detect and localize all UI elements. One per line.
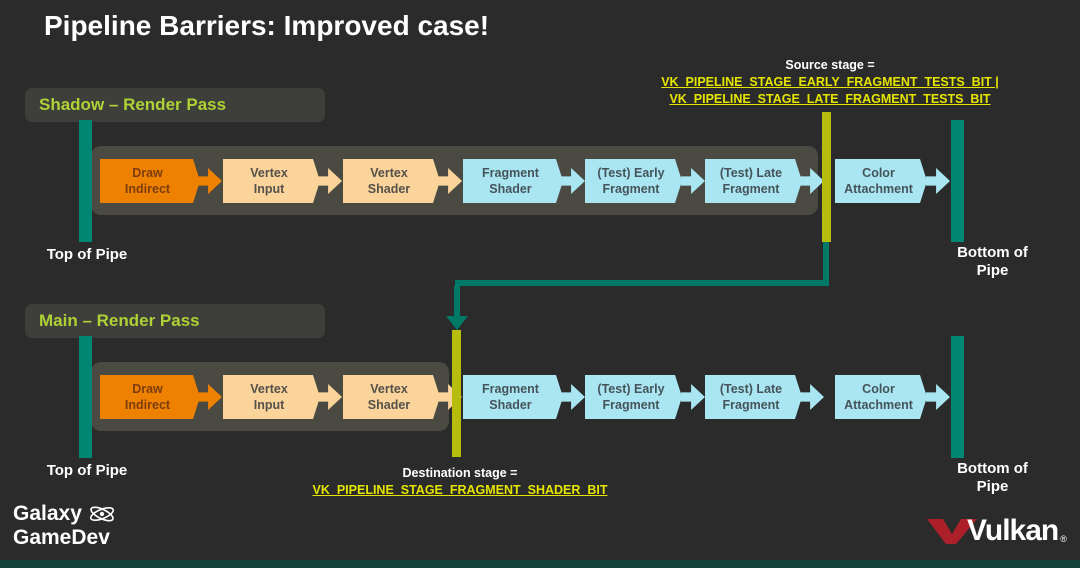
shadow-render-pass: Shadow – Render Pass Draw Indirect Verte… (0, 88, 1080, 304)
top-of-pipe-label: Top of Pipe (46, 462, 128, 479)
stage-label: Input (253, 398, 285, 412)
stage-label: Draw (132, 165, 163, 180)
stage-label: (Test) Late (719, 381, 783, 396)
gamedev-logo-text: GameDev (13, 526, 110, 550)
barrier-dependency-connector-vertical-2 (454, 286, 460, 317)
source-stage-label: Source stage = (785, 58, 875, 72)
top-of-pipe-bar (79, 336, 92, 458)
stage-fragment-shader: Fragment Shader (463, 375, 563, 419)
stage-draw-indirect: Draw Indirect (100, 375, 200, 419)
stage-label: (Test) Late (719, 165, 783, 180)
stage-label: Shader (489, 182, 532, 196)
source-stage-value-line2: VK_PIPELINE_STAGE_LATE_FRAGMENT_TESTS_BI… (669, 91, 991, 106)
stage-label: Fragment (482, 165, 539, 180)
main-pass-title-pill: Main – Render Pass (25, 304, 325, 338)
stage-color-attachment: Color Attachment (835, 375, 927, 419)
stage-label: Shader (367, 182, 411, 196)
stage-label: Draw (132, 381, 163, 396)
shadow-pass-title-pill: Shadow – Render Pass (25, 88, 325, 122)
bottom-of-pipe-label: Bottom of Pipe (935, 460, 1050, 496)
stage-vertex-shader: Vertex Shader (343, 375, 440, 419)
bottom-of-pipe-bar (951, 120, 964, 242)
stage-label: Indirect (124, 398, 171, 412)
flow-arrow-icon (800, 384, 824, 410)
bottom-of-pipe-line2: Pipe (976, 478, 1009, 495)
main-pass-title: Main – Render Pass (39, 311, 200, 330)
stage-draw-indirect: Draw Indirect (100, 159, 200, 203)
barrier-dependency-connector-vertical-1 (823, 238, 829, 284)
barrier-dependency-connector-horizontal (455, 280, 829, 286)
bottom-of-pipe-line1: Bottom of (957, 244, 1028, 261)
stage-test-late-fragment: (Test) Late Fragment (705, 375, 802, 419)
page-title: Pipeline Barriers: Improved case! (44, 10, 490, 41)
stage-test-late-fragment: (Test) Late Fragment (705, 159, 802, 203)
vulkan-logo: Vulkan ® (925, 514, 1067, 548)
bottom-of-pipe-bar (951, 336, 964, 458)
destination-barrier-bar (452, 330, 461, 457)
stage-test-early-fragment: (Test) Early Fragment (585, 375, 682, 419)
stage-label: Shader (367, 398, 411, 412)
stage-label: Color (862, 381, 895, 396)
destination-stage-value: VK_PIPELINE_STAGE_FRAGMENT_SHADER_BIT (312, 482, 608, 497)
stage-label: Vertex (370, 381, 408, 396)
stage-vertex-input: Vertex Input (223, 159, 320, 203)
bottom-of-pipe-line1: Bottom of (957, 460, 1028, 477)
stage-label: Fragment (602, 398, 660, 412)
stage-vertex-shader: Vertex Shader (343, 159, 440, 203)
stage-fragment-shader: Fragment Shader (463, 159, 563, 203)
flow-arrow-icon (926, 384, 950, 410)
source-barrier-bar (822, 112, 831, 242)
stage-label: (Test) Early (597, 381, 665, 396)
stage-label: Attachment (844, 398, 913, 412)
stage-test-early-fragment: (Test) Early Fragment (585, 159, 682, 203)
stage-label: Indirect (124, 182, 171, 196)
stage-label: (Test) Early (597, 165, 665, 180)
galaxy-gamedev-logo: Galaxy GameDev (13, 502, 117, 550)
bottom-of-pipe-label: Bottom of Pipe (935, 244, 1050, 280)
flow-arrow-icon (926, 168, 950, 194)
stage-color-attachment: Color Attachment (835, 159, 927, 203)
top-of-pipe-label: Top of Pipe (46, 246, 128, 263)
main-render-pass: Main – Render Pass Draw Indirect Vertex … (0, 304, 1080, 520)
bottom-of-pipe-line2: Pipe (976, 262, 1009, 279)
flow-arrow-icon (561, 384, 585, 410)
vulkan-v-icon (927, 519, 977, 544)
stage-label: Fragment (602, 182, 660, 196)
connector-arrowhead-icon (446, 316, 468, 330)
stage-label: Fragment (722, 398, 780, 412)
atom-icon (89, 506, 114, 522)
top-of-pipe-bar (79, 120, 92, 242)
bottom-accent-strip (0, 560, 1080, 568)
shadow-pass-title: Shadow – Render Pass (39, 95, 227, 114)
destination-stage-note: Destination stage = VK_PIPELINE_STAGE_FR… (250, 465, 670, 499)
source-stage-value-line1: VK_PIPELINE_STAGE_EARLY_FRAGMENT_TESTS_B… (661, 74, 999, 89)
stage-label: Fragment (482, 381, 539, 396)
stage-label: Attachment (844, 182, 913, 196)
galaxy-logo-text: Galaxy (13, 502, 82, 525)
stage-label: Vertex (250, 381, 288, 396)
stage-label: Fragment (722, 182, 780, 196)
stage-label: Vertex (250, 165, 288, 180)
flow-arrow-icon (681, 384, 705, 410)
stage-label: Shader (489, 398, 532, 412)
stage-label: Vertex (370, 165, 408, 180)
stage-label: Input (253, 182, 285, 196)
registered-mark: ® (1060, 534, 1067, 544)
destination-stage-label: Destination stage = (402, 466, 518, 480)
stage-vertex-input: Vertex Input (223, 375, 320, 419)
source-stage-note: Source stage = VK_PIPELINE_STAGE_EARLY_F… (600, 57, 1060, 108)
vulkan-wordmark: Vulkan (967, 514, 1059, 547)
stage-label: Color (862, 165, 895, 180)
